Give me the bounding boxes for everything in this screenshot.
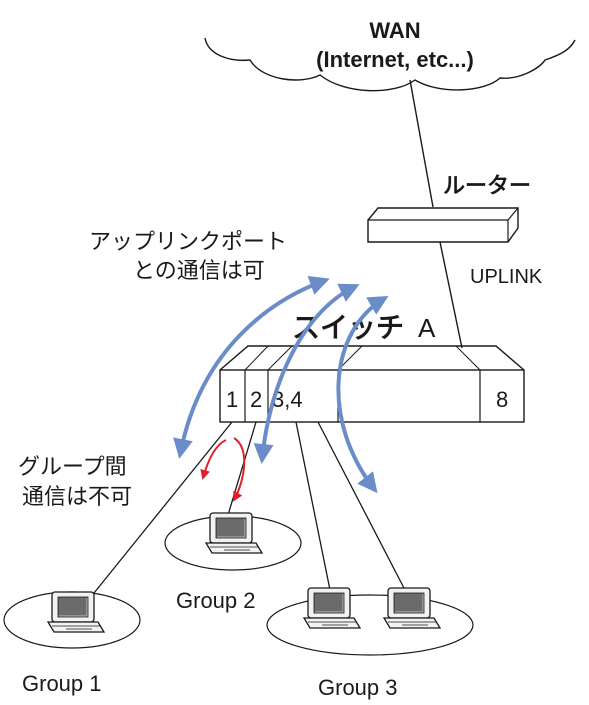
computer-icon xyxy=(205,512,263,554)
blocked-arrow-from-group2 xyxy=(200,439,227,480)
allowed-arrow-group1 xyxy=(173,275,330,459)
computer-icon xyxy=(303,587,361,629)
group-2-label: Group 2 xyxy=(176,588,256,613)
wan-cloud xyxy=(204,37,576,92)
group-3-label: Group 3 xyxy=(318,675,398,700)
allowed-arrow-group2 xyxy=(253,283,360,464)
computer-icon xyxy=(47,591,105,633)
group-3-ellipse xyxy=(266,594,474,656)
uplink-label: UPLINK xyxy=(470,266,543,288)
blocked-arrow-to-group2 xyxy=(233,437,246,502)
cable-port-3 xyxy=(295,421,331,591)
cable-port-4 xyxy=(317,421,406,591)
computer-icon xyxy=(383,587,441,629)
port-1: 1 xyxy=(226,387,238,412)
uplink-ok-note-line1: アップリンクポート xyxy=(89,229,287,254)
inter-group-note-line2: 通信は不可 xyxy=(22,484,132,509)
group-1-label: Group 1 xyxy=(22,671,102,696)
allowed-arrow-group3 xyxy=(336,295,389,494)
wan-subtitle: (Internet, etc...) xyxy=(316,47,474,72)
router-label: ルーター xyxy=(443,173,531,198)
switch-a xyxy=(219,345,525,423)
cable-port-1 xyxy=(89,421,233,599)
port-2: 2 xyxy=(250,387,262,412)
uplink-line xyxy=(439,241,463,349)
wan-router-link xyxy=(409,79,434,208)
wan-title: WAN xyxy=(369,18,420,43)
inter-group-note-line1: グループ間 xyxy=(18,454,127,479)
router-device xyxy=(367,207,519,243)
uplink-ok-note-line2: との通信は可 xyxy=(133,258,265,283)
switch-label-letter: A xyxy=(418,313,436,343)
port-8: 8 xyxy=(496,387,508,412)
cable-port-2 xyxy=(227,421,257,516)
